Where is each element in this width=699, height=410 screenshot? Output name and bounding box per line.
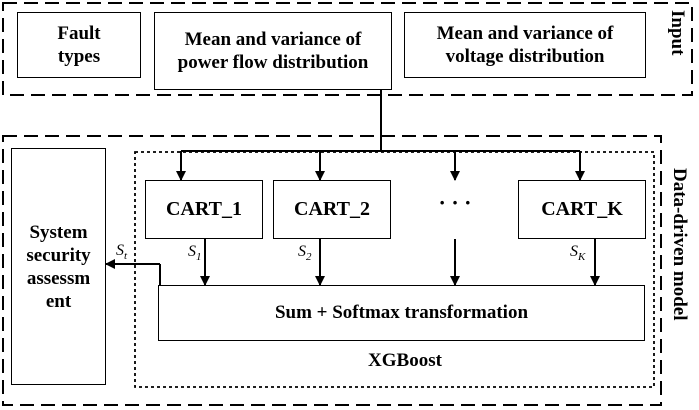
system-security-assessment-box: System security assessm ent bbox=[11, 148, 106, 385]
voltage-box: Mean and variance of voltage distributio… bbox=[404, 12, 646, 78]
input-section-label: Input bbox=[667, 10, 688, 56]
fault-types-box: Fault types bbox=[17, 12, 141, 78]
model-frame bbox=[2, 135, 662, 406]
xgboost-label: XGBoost bbox=[368, 350, 442, 371]
ellipsis: · · · bbox=[438, 190, 472, 215]
cart-1-label: CART_1 bbox=[166, 198, 242, 220]
input-frame bbox=[2, 2, 693, 96]
sum-softmax-label: Sum + Softmax transformation bbox=[274, 302, 529, 323]
voltage-label: Mean and variance of voltage distributio… bbox=[436, 23, 614, 67]
power-flow-label: Mean and variance of power flow distribu… bbox=[177, 29, 369, 73]
signal-st: St bbox=[116, 242, 128, 263]
model-section-label: Data-driven model bbox=[669, 168, 690, 321]
signal-sk: SK bbox=[570, 243, 586, 264]
cart-2-box: CART_2 bbox=[273, 180, 391, 239]
cart-2-label: CART_2 bbox=[294, 198, 370, 220]
power-flow-box: Mean and variance of power flow distribu… bbox=[154, 12, 392, 90]
cart-k-label: CART_K bbox=[541, 198, 623, 220]
cart-1-box: CART_1 bbox=[145, 180, 263, 239]
signal-s1: S1 bbox=[188, 243, 202, 264]
fault-types-label: Fault types bbox=[57, 23, 101, 67]
cart-k-box: CART_K bbox=[518, 180, 646, 239]
sum-softmax-box: Sum + Softmax transformation bbox=[158, 285, 645, 341]
assessment-label: System security assessm ent bbox=[26, 221, 91, 312]
signal-s2: S2 bbox=[298, 243, 312, 264]
